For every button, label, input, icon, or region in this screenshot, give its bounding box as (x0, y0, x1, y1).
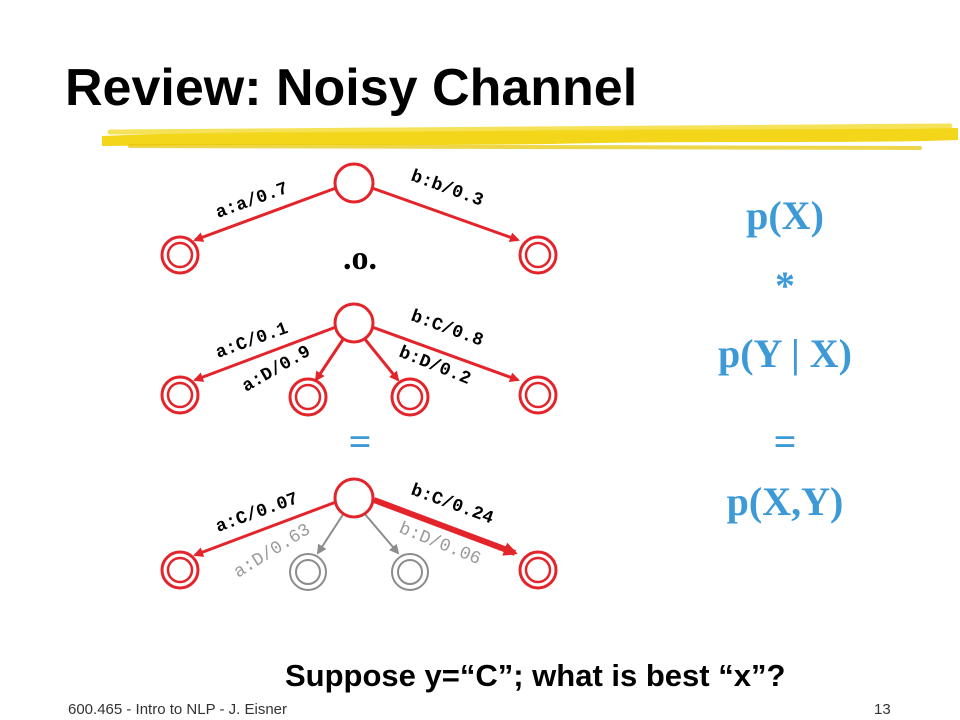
arc-b-d (363, 512, 400, 555)
footer-page-number: 13 (874, 701, 891, 718)
start-state (333, 302, 375, 344)
composed-transducer: a:C/0.07 a:D/0.63 b:D/0.06 b:C/0.24 (160, 477, 558, 591)
formula-px: p(X) (746, 193, 824, 238)
compose-operator: .o. (343, 240, 377, 277)
final-state (160, 550, 200, 590)
title-underline (102, 123, 958, 150)
question-text: Suppose y=“C”; what is best “x”? (285, 658, 786, 693)
final-state (390, 377, 430, 417)
page-title: Review: Noisy Channel (65, 59, 638, 117)
equals-sign: = (348, 419, 372, 464)
arc-b-d (362, 337, 400, 382)
arc-a-a (193, 186, 337, 242)
final-state (391, 553, 429, 591)
fst-channel: a:C/0.1 a:D/0.9 b:D/0.2 b:C/0.8 (160, 302, 558, 417)
formula-times: * (775, 263, 795, 308)
final-state (518, 235, 558, 275)
arc-a-d (316, 512, 345, 555)
start-state (333, 477, 375, 519)
final-state (518, 550, 558, 590)
arc-label: b:C/0.24 (408, 481, 496, 529)
final-state (289, 553, 327, 591)
arc-a-d (314, 337, 346, 382)
arc-a-c (193, 325, 337, 382)
footer-course: 600.465 - Intro to NLP - J. Eisner (68, 701, 288, 718)
arc-a-c (193, 500, 337, 557)
arc-b-b (371, 186, 520, 243)
final-state (518, 375, 558, 415)
final-state (160, 375, 200, 415)
arc-label: a:a/0.7 (213, 179, 291, 224)
arc-b-c (371, 325, 520, 382)
formula-pyx: p(Y | X) (718, 331, 852, 376)
formula-equals: = (773, 419, 797, 464)
final-state (160, 235, 200, 275)
formula-pxy: p(X,Y) (726, 479, 844, 524)
start-state (333, 162, 375, 204)
final-state (288, 377, 328, 417)
arc-b-c-best (372, 497, 518, 556)
